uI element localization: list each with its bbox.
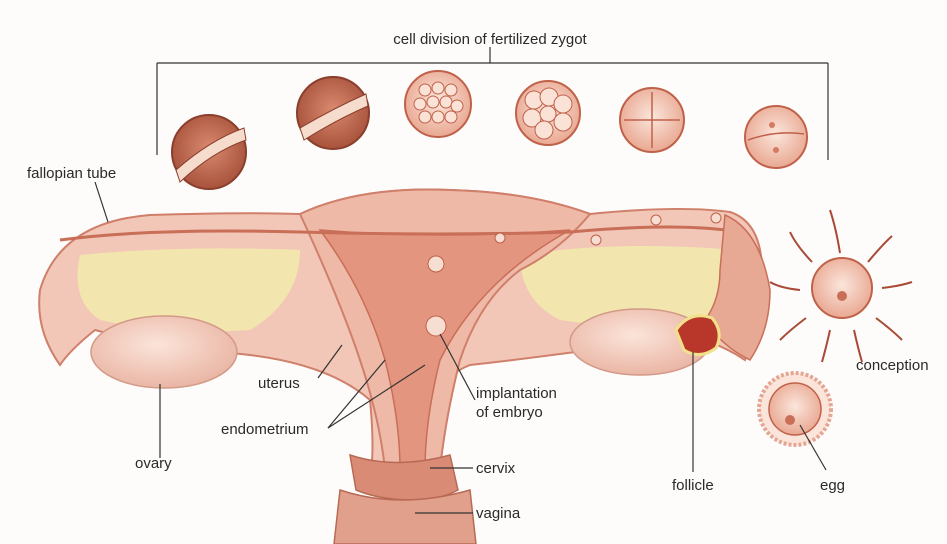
label-follicle: follicle [672,477,714,494]
two-cell-stage [744,105,808,169]
blastocyst-stage-2 [296,76,370,150]
label-cell-division: cell division of fertilized zygot [393,31,587,48]
label-cervix: cervix [476,460,516,477]
leader-lines [94,181,827,514]
morula-stage [404,70,472,138]
label-fallopian-tube: fallopian tube [27,165,116,182]
label-ovary: ovary [135,455,172,472]
egg-cell [757,371,833,447]
label-conception: conception [856,357,929,374]
left-ovary [90,315,238,389]
blastocyst-stage-1 [171,114,247,190]
eight-cell-stage [515,80,581,146]
conception-illustration [769,209,913,363]
label-endometrium: endometrium [221,421,309,438]
label-vagina: vagina [476,505,521,522]
zygote-bracket [156,47,829,160]
label-implantation-line2: of embryo [476,404,543,421]
tube-embryos [425,212,722,337]
uterus-anatomy [38,188,771,544]
label-implantation-line1: implantation [476,385,557,402]
label-uterus: uterus [258,375,300,392]
four-cell-stage [619,87,685,153]
label-egg: egg [820,477,845,494]
follicle-shape [674,314,721,356]
